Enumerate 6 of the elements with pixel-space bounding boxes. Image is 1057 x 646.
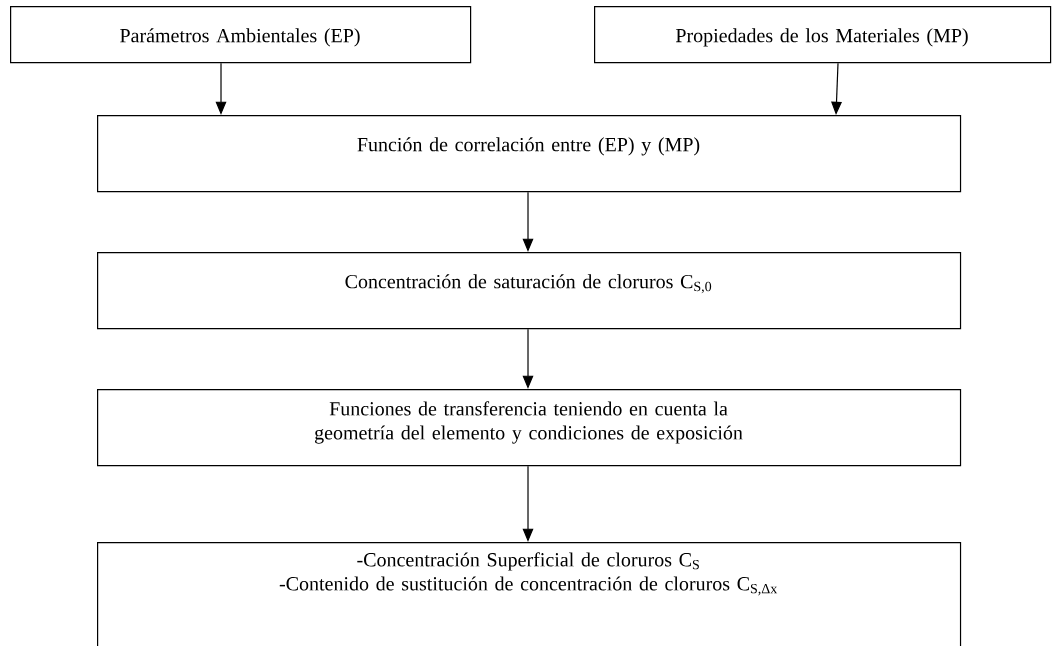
process-box: Funciones de transferencia teniendo en cuenta la geometría del elemento y condiciones de exposición xyxy=(97,389,962,467)
process-box: Propiedades de los Materiales (MP) xyxy=(594,6,1052,64)
process-box: Función de correlación entre (EP) y (MP) xyxy=(97,115,962,193)
process-box: Parámetros Ambientales (EP) xyxy=(10,6,472,64)
process-box: -Concentración Superficial de cloruros C$_{S}$ -Contenido de sustitución de concentración de cloruros C$_{S,Δx}$ xyxy=(97,542,962,646)
process-box: Concentración de saturación de cloruros C$_{S,0}$ xyxy=(97,252,962,330)
